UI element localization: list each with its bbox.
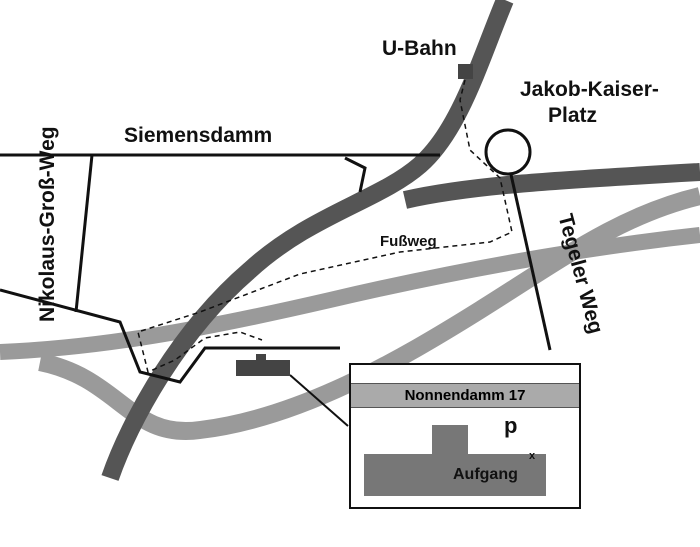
inset-address: Nonnendamm 17 — [351, 383, 579, 408]
label-jakob-kaiser-platz-1: Jakob-Kaiser- — [520, 78, 659, 101]
building-inset: Nonnendamm 17 p x Aufgang — [349, 363, 581, 509]
main-road-east — [402, 163, 700, 209]
tegeler-weg-road — [508, 169, 552, 351]
ubahn-station-icon — [458, 64, 473, 79]
siemensdamm-road — [0, 153, 440, 193]
entrance-label: Aufgang — [453, 466, 518, 483]
building-wing — [432, 425, 468, 455]
side-street — [0, 288, 340, 384]
label-fussweg: Fußweg — [380, 233, 437, 250]
nikolaus-gross-weg-road — [74, 154, 94, 313]
building-icon — [236, 354, 290, 376]
ubahn-line — [101, 0, 514, 481]
entrance-mark: x — [529, 450, 536, 462]
label-siemensdamm: Siemensdamm — [124, 124, 273, 147]
pointer-line — [289, 374, 349, 427]
label-nikolaus-gross-weg: Nikolaus-Groß-Weg — [36, 126, 59, 322]
label-ubahn: U-Bahn — [382, 37, 457, 60]
label-jakob-kaiser-platz-2: Platz — [548, 104, 598, 127]
building-main — [364, 454, 546, 496]
parking-label: p — [504, 413, 518, 438]
jakob-kaiser-platz-circle — [484, 128, 532, 176]
footpath — [137, 79, 513, 374]
